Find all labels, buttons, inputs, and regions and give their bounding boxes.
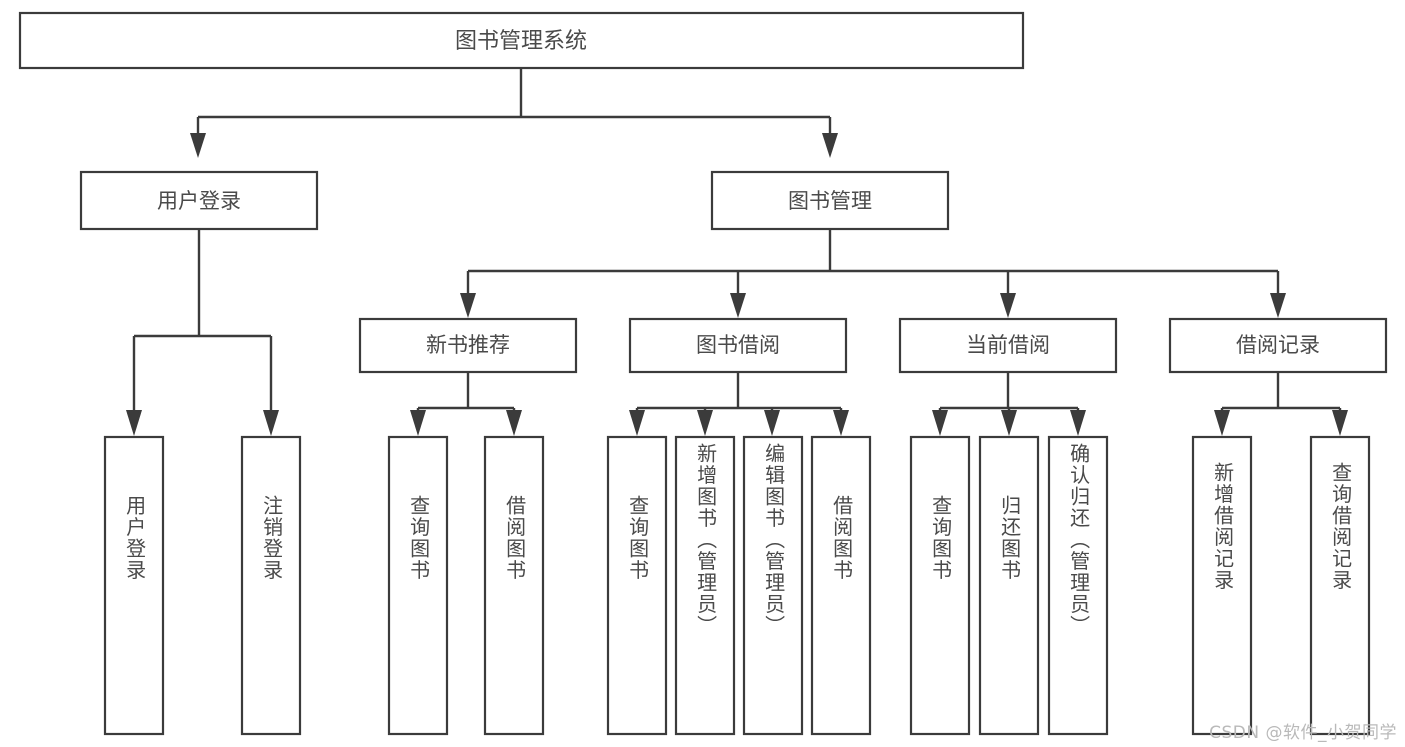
node-new-book-recommend[interactable]: 新书推荐 xyxy=(358,317,578,374)
arrow-head-cb-1 xyxy=(932,410,948,436)
leaf-box-cb-return-book[interactable] xyxy=(978,435,1040,736)
arrow-head-nb-1 xyxy=(410,410,426,436)
arrow-head-new-book xyxy=(460,293,476,318)
leaf-box-nb-borrow-book[interactable] xyxy=(483,435,545,736)
node-current-borrow-box[interactable] xyxy=(898,317,1118,374)
node-current-borrow[interactable]: 当前借阅 xyxy=(898,317,1118,374)
arrow-head-bb-1 xyxy=(629,410,645,436)
arrow-head-br-2 xyxy=(1332,410,1348,436)
arrow-head-current-borrow xyxy=(1000,293,1016,318)
node-book-management-label: 图书管理 xyxy=(788,189,872,213)
node-book-borrow-label: 图书借阅 xyxy=(696,333,780,357)
node-current-borrow-label: 当前借阅 xyxy=(966,333,1050,357)
node-new-book-recommend-box[interactable] xyxy=(358,317,578,374)
arrow-head-bb-3 xyxy=(764,410,780,436)
arrow-head-br-1 xyxy=(1214,410,1230,436)
arrow-head-leaf-user-login xyxy=(126,410,142,436)
leaf-box-user-login[interactable] xyxy=(103,435,165,736)
leaf-box-cb-confirm-return[interactable] xyxy=(1047,435,1109,736)
leaf-box-bb-add-book[interactable] xyxy=(674,435,736,736)
leaf-box-br-query-record[interactable] xyxy=(1309,435,1371,736)
arrow-head-bb-4 xyxy=(833,410,849,436)
leaf-box-bb-borrow-book[interactable] xyxy=(810,435,872,736)
arrow-head-book-mgmt xyxy=(822,133,838,158)
leaf-box-bb-query-book[interactable] xyxy=(606,435,668,736)
node-book-borrow[interactable]: 图书借阅 xyxy=(628,317,848,374)
node-user-login[interactable]: 用户登录 xyxy=(79,170,319,231)
arrow-head-cb-3 xyxy=(1070,410,1086,436)
node-user-login-label: 用户登录 xyxy=(157,189,241,213)
node-borrow-records[interactable]: 借阅记录 xyxy=(1168,317,1388,374)
arrow-head-leaf-logout xyxy=(263,410,279,436)
leaf-box-logout[interactable] xyxy=(240,435,302,736)
node-borrow-records-label: 借阅记录 xyxy=(1236,333,1320,357)
arrow-head-borrow-records xyxy=(1270,293,1286,318)
arrow-head-nb-2 xyxy=(506,410,522,436)
arrow-head-bb-2 xyxy=(697,410,713,436)
leaf-box-bb-edit-book[interactable] xyxy=(742,435,804,736)
node-root-label: 图书管理系统 xyxy=(455,29,587,54)
node-root[interactable]: 图书管理系统 xyxy=(18,11,1025,70)
node-new-book-recommend-label: 新书推荐 xyxy=(426,333,510,357)
leaf-box-br-add-record[interactable] xyxy=(1191,435,1253,736)
arrow-head-user-login xyxy=(190,133,206,158)
node-book-management[interactable]: 图书管理 xyxy=(710,170,950,231)
node-book-borrow-box[interactable] xyxy=(628,317,848,374)
node-borrow-records-box[interactable] xyxy=(1168,317,1388,374)
node-root-box[interactable] xyxy=(18,11,1025,70)
node-book-management-box[interactable] xyxy=(710,170,950,231)
arrow-head-cb-2 xyxy=(1001,410,1017,436)
leaf-box-cb-query-book[interactable] xyxy=(909,435,971,736)
arrow-head-book-borrow xyxy=(730,293,746,318)
leaf-box-nb-query-book[interactable] xyxy=(387,435,449,736)
